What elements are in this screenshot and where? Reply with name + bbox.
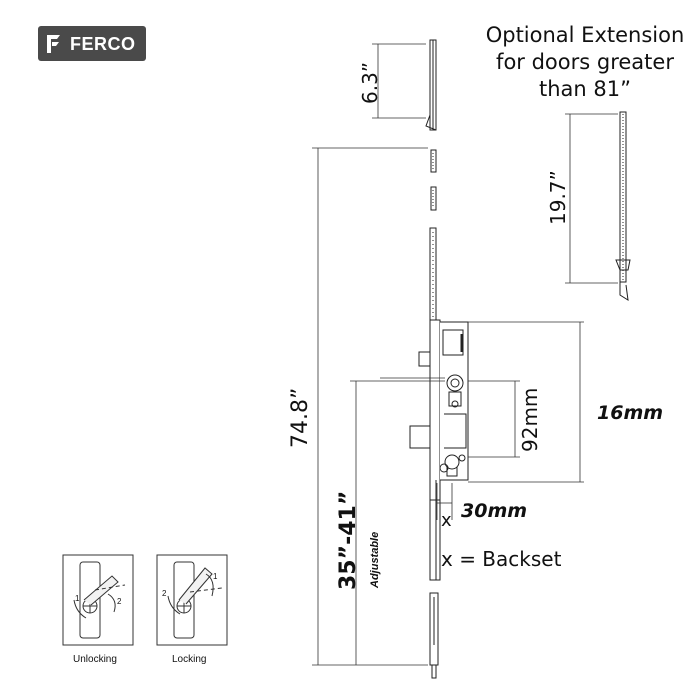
centres-dimension: 92mm	[518, 387, 542, 452]
lower-rod	[429, 499, 437, 581]
handle-height-dimension: 35”-41”	[336, 490, 361, 590]
top-rod	[425, 39, 437, 131]
unlocking-step-1: 1	[75, 594, 80, 603]
brand-name: FERCO	[70, 34, 136, 54]
extension-title-line: for doors greater	[496, 50, 674, 74]
gearbox	[409, 319, 469, 581]
rod-segment	[430, 149, 437, 173]
locking-step-2: 2	[162, 589, 167, 598]
backset-dimension: 30mm	[461, 500, 528, 522]
faceplate-width-dimension: 16mm	[597, 402, 664, 424]
top-rod-dimension: 6.3”	[358, 61, 382, 104]
rod-segment	[430, 186, 437, 211]
extension-title-line: than 81”	[539, 77, 631, 101]
unlocking-step-2: 2	[117, 597, 122, 606]
extension-title: Optional Extension for doors greater tha…	[470, 22, 700, 103]
unlocking-diagram	[62, 554, 134, 646]
total-length-dimension: 74.8”	[288, 387, 313, 448]
backset-symbol: x	[441, 510, 452, 531]
locking-caption: Locking	[172, 654, 207, 665]
locking-step-1: 1	[213, 572, 218, 581]
extension-title-line: Optional Extension	[485, 23, 685, 47]
unlocking-caption: Unlocking	[73, 654, 117, 665]
extension-rod	[615, 111, 631, 301]
dimension-lines	[312, 43, 618, 666]
adjustable-label: Adjustable	[369, 531, 381, 588]
bottom-keeper	[429, 592, 439, 679]
backset-legend: x = Backset	[441, 547, 562, 571]
ferco-logo: FERCO	[38, 26, 146, 61]
extension-length-dimension: 19.7”	[546, 170, 570, 225]
locking-diagram	[156, 554, 228, 646]
upper-rod	[429, 227, 437, 321]
ferco-logo-mark-icon	[46, 35, 60, 53]
